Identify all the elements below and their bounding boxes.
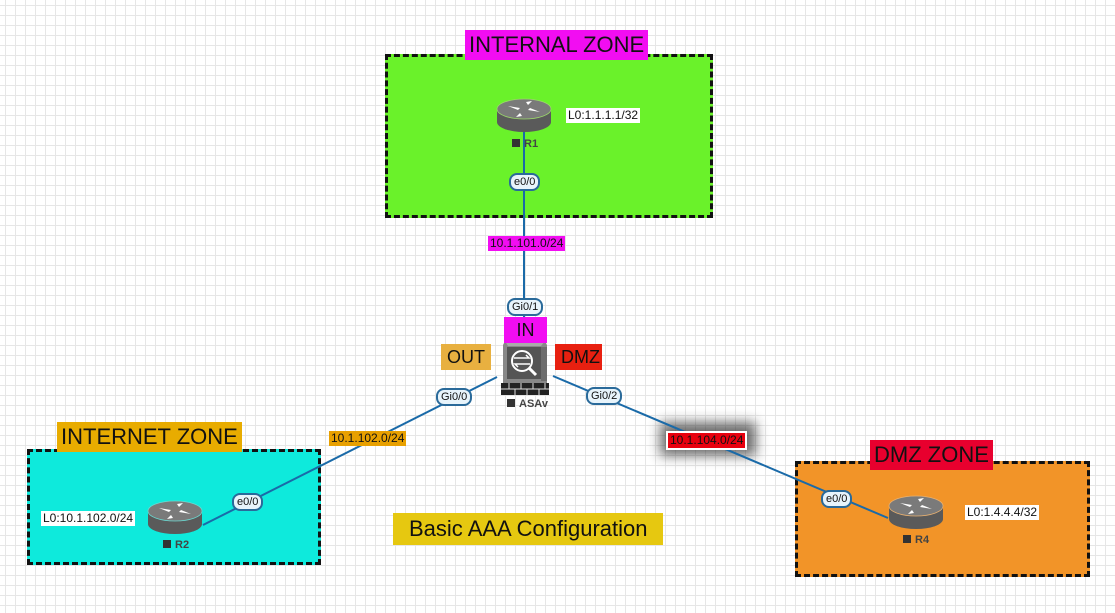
dmz-zone-title: DMZ ZONE [870, 440, 993, 470]
r4-interface[interactable]: e0/0 [821, 490, 853, 508]
asav-inside-interface[interactable]: Gi0/1 [507, 298, 544, 316]
r1-name: R1 [524, 138, 539, 150]
nameif-out-tag: OUT [441, 344, 491, 370]
nameif-dmz-tag: DMZ [555, 344, 602, 370]
diagram-title: Basic AAA Configuration [393, 513, 664, 545]
node-status-icon [163, 540, 171, 548]
r2-label: R2 [163, 539, 189, 551]
r1-loopback: L0:1.1.1.1/32 [566, 108, 641, 123]
router-icon[interactable] [147, 499, 203, 537]
r4-label: R4 [903, 534, 929, 546]
r1-interface[interactable]: e0/0 [509, 173, 541, 191]
r4-name: R4 [915, 534, 930, 546]
router-icon[interactable] [496, 97, 552, 135]
r4-loopback: L0:1.4.4.4/32 [965, 505, 1040, 520]
nameif-in-tag: IN [504, 317, 547, 343]
internal-zone-title: INTERNAL ZONE [465, 30, 649, 60]
node-status-icon [507, 399, 515, 407]
asav-dmz-interface[interactable]: Gi0/2 [586, 387, 623, 405]
r2-loopback: L0:10.1.102.0/24 [41, 511, 136, 526]
node-status-icon [512, 139, 520, 147]
firewall-icon[interactable] [499, 339, 549, 395]
r2-name: R2 [175, 539, 190, 551]
subnet-label-r4: 10.1.104.0/24 [666, 431, 748, 450]
subnet-label-r1: 10.1.101.0/24 [488, 236, 566, 251]
r2-interface[interactable]: e0/0 [232, 493, 264, 511]
router-icon[interactable] [888, 494, 944, 532]
internet-zone-title: INTERNET ZONE [57, 422, 242, 452]
asav-outside-interface[interactable]: Gi0/0 [436, 388, 473, 406]
r1-label: R1 [512, 138, 538, 150]
node-status-icon [903, 535, 911, 543]
dmz-zone [795, 461, 1090, 577]
subnet-label-r2: 10.1.102.0/24 [329, 431, 407, 446]
asav-name: ASAv [519, 398, 548, 410]
asav-label: ASAv [507, 398, 548, 410]
